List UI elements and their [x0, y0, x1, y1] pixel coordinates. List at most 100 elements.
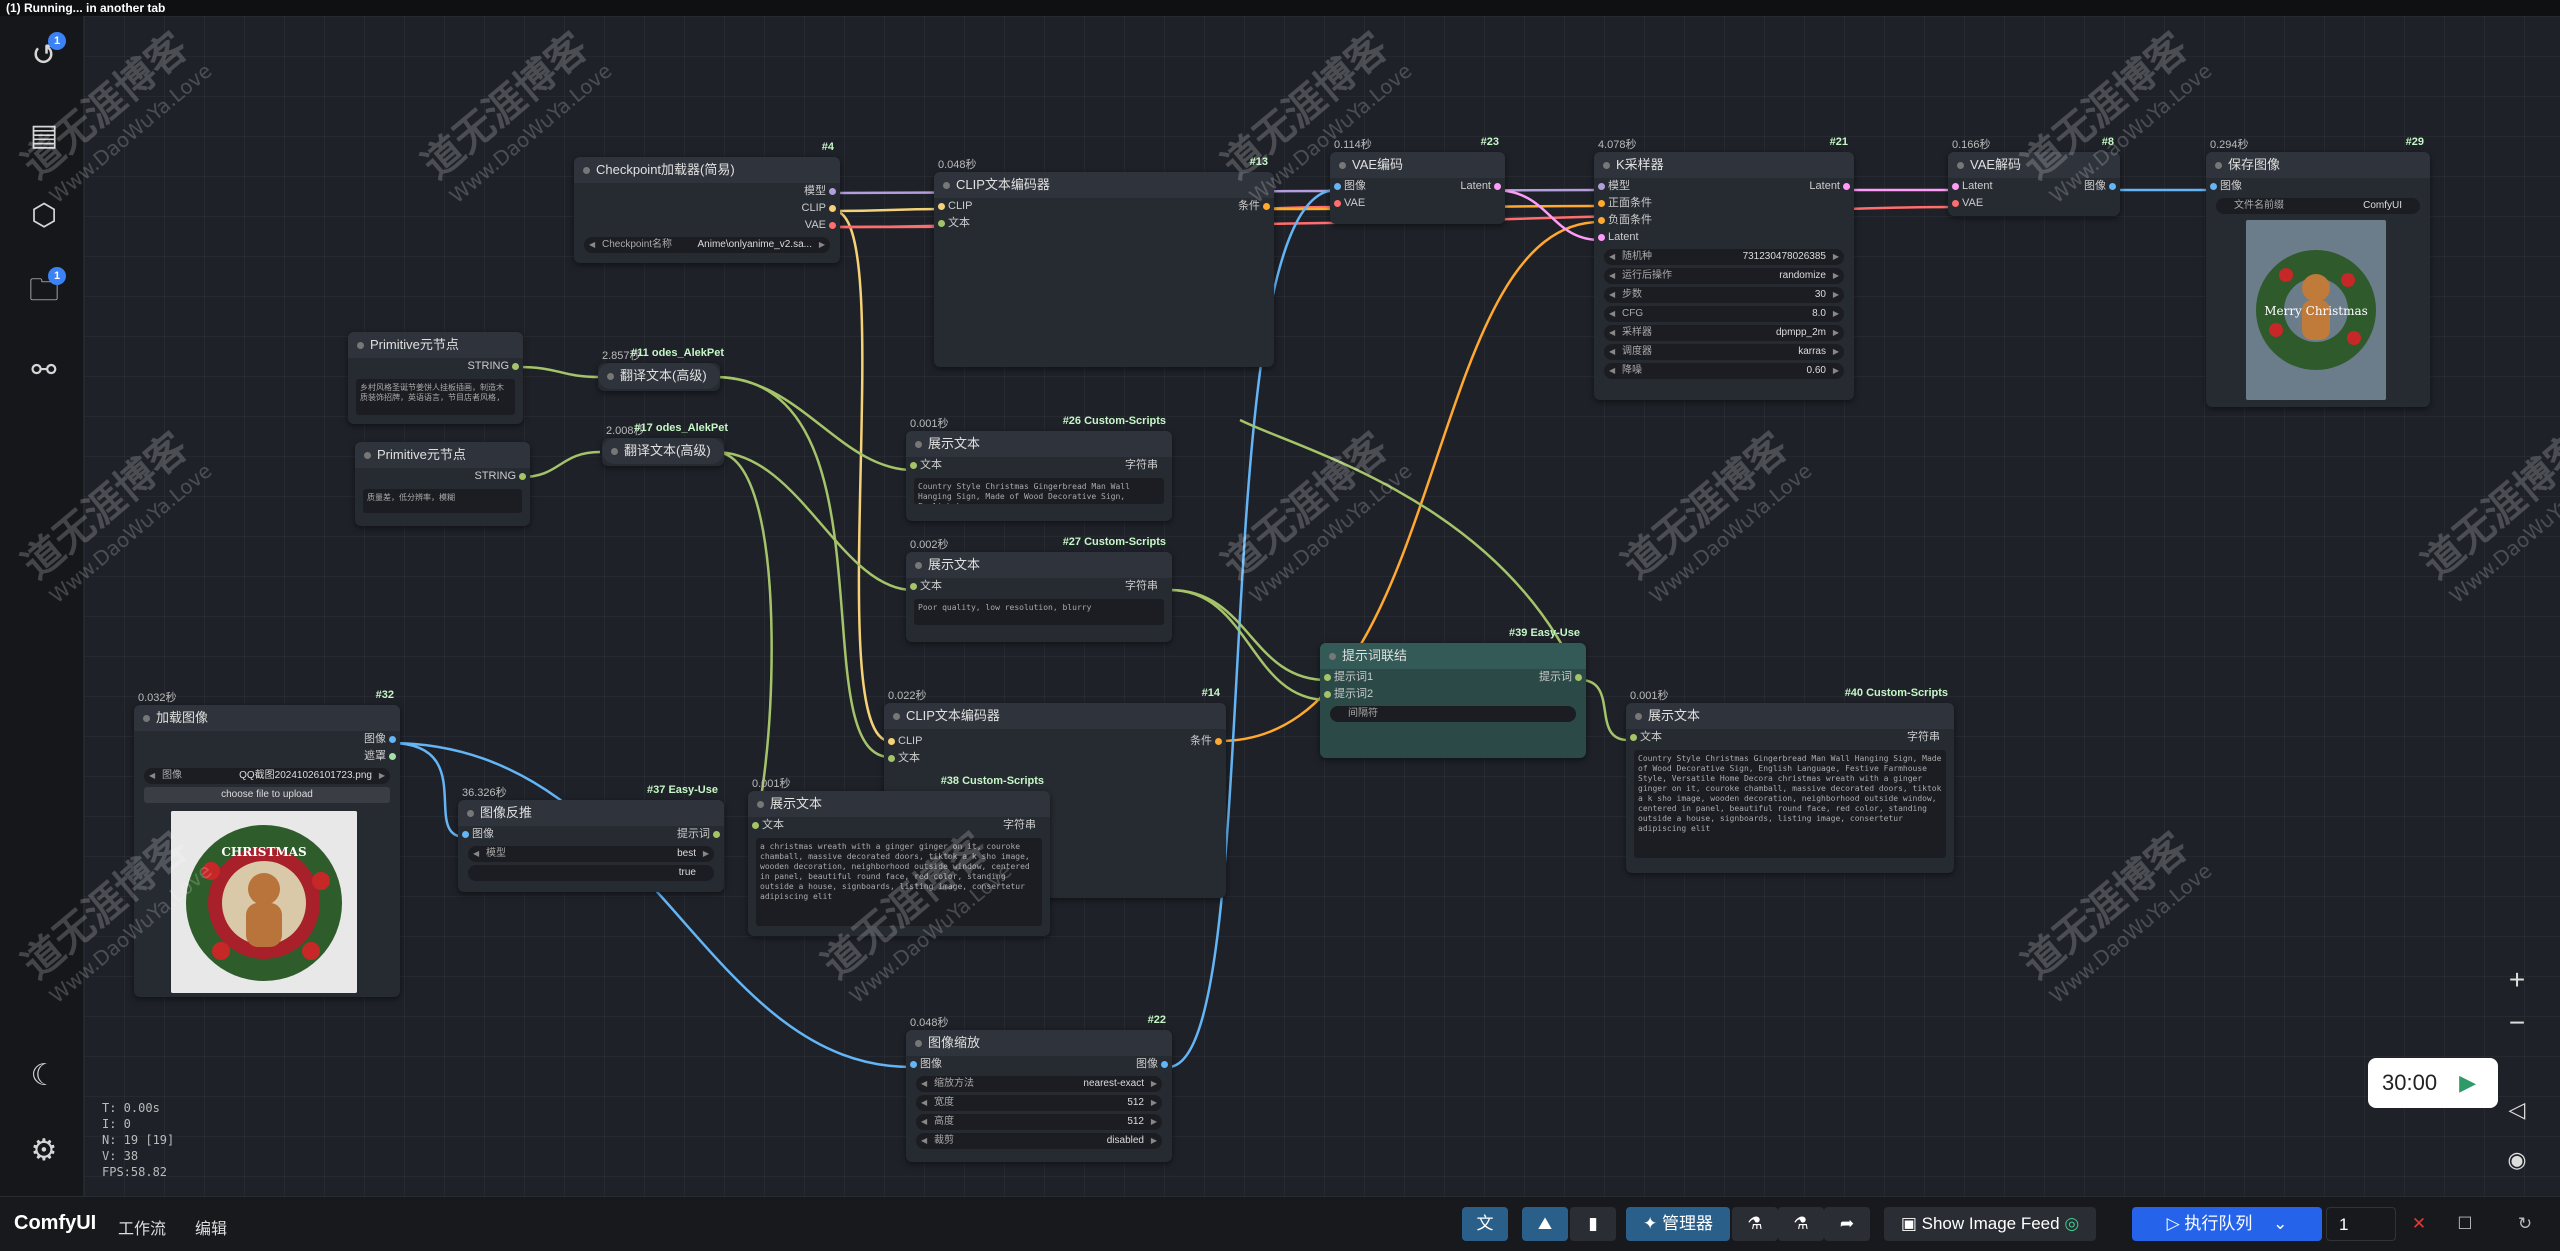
svg-text:CHRISTMAS: CHRISTMAS	[221, 845, 306, 859]
node-show-text-40[interactable]: 0.001秒 #40 Custom-Scripts 展示文本 文本字符串 Cou…	[1626, 687, 1954, 873]
model-library-icon[interactable]: ⬡	[30, 199, 58, 232]
wire-image-load	[389, 741, 466, 839]
wire-clip-2	[833, 209, 891, 743]
toggle-links-icon[interactable]: ◉	[2507, 1147, 2527, 1172]
node-load-image[interactable]: 0.032秒 #32 加载图像 图像 遮罩 图像QQ截图202410261017…	[134, 689, 400, 997]
primitive-text-1[interactable]: 乡村风格圣诞节姜饼人挂板插画，制造木质装饰招牌，英语语言，节目店者风格,	[356, 379, 515, 415]
wire-str-9	[1579, 678, 1629, 742]
share-icon[interactable]: ➦	[1824, 1207, 1870, 1241]
node-id: #4	[821, 141, 834, 153]
node-library-icon[interactable]: ⚯	[31, 354, 57, 387]
primitive-text-2[interactable]: 质量差，低分辨率，模糊	[363, 489, 522, 513]
input-vae[interactable]: VAE	[1330, 195, 1505, 212]
wire-str-6	[1169, 588, 1328, 682]
play-icon[interactable]: ▶	[2459, 1070, 2476, 1095]
batch-count-input[interactable]: 1	[2326, 1207, 2396, 1241]
node-primitive-2[interactable]: Primitive元节点 STRING 质量差，低分辨率，模糊	[355, 442, 530, 526]
input-text[interactable]: 文本	[934, 215, 1274, 232]
node-show-text-38[interactable]: 0.001秒 #38 Custom-Scripts 展示文本 文本字符串 a c…	[748, 775, 1050, 936]
checkpoint-widget[interactable]: Checkpoint名称Anime\onlyanime_v2.sa...	[584, 237, 830, 253]
output-image: Merry Christmas	[2246, 220, 2386, 400]
bookmark-icon[interactable]: ▮	[1570, 1207, 1616, 1241]
node-translate-2[interactable]: 2.008秒 #17 odes_AlekPet 翻译文本(高级)	[602, 422, 728, 466]
menu-workflow[interactable]: 工作流	[118, 1221, 167, 1238]
feed-status-icon: ◎	[2064, 1214, 2080, 1233]
wire-clip-1	[833, 207, 944, 213]
queue-icon[interactable]: ▤	[29, 119, 59, 152]
node-show-text-27[interactable]: 0.002秒 #27 Custom-Scripts 展示文本 文本字符串 Poo…	[906, 536, 1172, 642]
wire-str-10	[1239, 418, 1582, 681]
wire-str-11	[1169, 588, 1328, 702]
cancel-icon[interactable]: ✕	[2411, 1214, 2427, 1233]
svg-text:Merry Christmas: Merry Christmas	[2264, 304, 2368, 318]
upload-button[interactable]: choose file to upload	[144, 787, 390, 803]
node-primitive-1[interactable]: Primitive元节点 STRING 乡村风格圣诞节姜饼人挂板插画，制造木质装…	[348, 332, 523, 424]
history-badge: 1	[48, 32, 66, 50]
crystools-icon[interactable]: ⛰	[1522, 1207, 1568, 1241]
chevron-down-icon[interactable]: ⌄	[2273, 1214, 2288, 1233]
node-share-icon[interactable]: ⚗	[1732, 1207, 1778, 1241]
stop-icon[interactable]: ☐	[2457, 1214, 2473, 1233]
sidebar: ↺1 ▤ ⬡ 🗀1 ⚯ ☾ ⚙	[0, 16, 84, 1196]
node-translate-1[interactable]: 2.857秒 #11 odes_AlekPet 翻译文本(高级)	[598, 347, 724, 391]
select-tool-icon[interactable]: ◁	[2508, 1097, 2526, 1122]
wire-cond-neg	[1219, 220, 1601, 743]
wire-latent-1	[1493, 188, 1601, 242]
separator-widget[interactable]: 间隔符	[1330, 706, 1576, 722]
wire-image-load-2	[389, 741, 912, 1069]
node-canvas[interactable]	[84, 16, 2560, 1196]
zoom-out-icon[interactable]: −	[2508, 1007, 2526, 1038]
toggle-widget[interactable]: true	[468, 865, 714, 881]
theme-toggle-icon[interactable]: ☾	[30, 1059, 58, 1092]
output-model[interactable]: 模型	[574, 183, 840, 200]
wire-str-1	[517, 365, 601, 379]
show-image-feed-button[interactable]: ▣ Show Image Feed ◎	[1884, 1207, 2096, 1241]
output-vae[interactable]: VAE	[574, 217, 840, 234]
node-show-text-26[interactable]: 0.001秒 #26 Custom-Scripts 展示文本 文本字符串 Cou…	[906, 415, 1172, 521]
window-title: (1) Running... in another tab	[0, 0, 2560, 16]
history-icon[interactable]: ↺1	[24, 32, 66, 76]
folder-icon[interactable]: 🗀1	[24, 267, 66, 311]
wire-str-5	[714, 375, 891, 759]
denoise-widget[interactable]: 降噪0.60	[1604, 363, 1844, 379]
settings-icon[interactable]: ⚙	[30, 1134, 58, 1167]
menu-edit[interactable]: 编辑	[195, 1221, 228, 1238]
node-checkpoint-loader[interactable]: #4 Checkpoint加载器(简易) 模型 CLIP VAE Checkpo…	[574, 141, 840, 263]
zoom-in-icon[interactable]: +	[2508, 964, 2526, 995]
translate-icon[interactable]: 文	[1462, 1207, 1508, 1241]
queue-button[interactable]: ▷ 执行队列 ⌄	[2132, 1207, 2322, 1241]
manager-button[interactable]: ✦ 管理器	[1626, 1207, 1730, 1241]
model-share-icon[interactable]: ⚗	[1778, 1207, 1824, 1241]
bottom-menubar: ComfyUI 工作流 编辑 文 ⛰ ▮ ✦ 管理器 ⚗ ⚗ ➦ ▣ Show …	[0, 1196, 2560, 1251]
node-title: Checkpoint加载器(简易)	[574, 157, 840, 183]
wire-image-scale	[1167, 188, 1337, 1069]
output-clip[interactable]: CLIP	[574, 200, 840, 217]
timer-widget[interactable]: 30:00▶	[2368, 1058, 2498, 1108]
refresh-icon[interactable]: ↻	[2517, 1214, 2533, 1233]
